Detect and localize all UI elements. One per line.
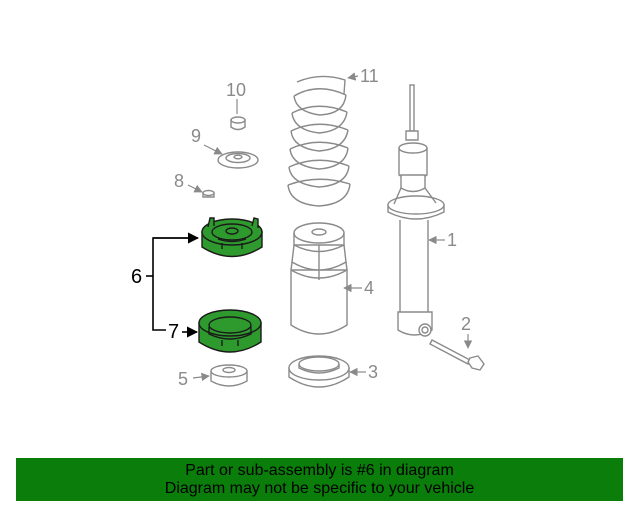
leader-11 [347, 72, 359, 81]
part-11-coil-spring [287, 75, 351, 207]
callout-9: 9 [191, 126, 201, 146]
leader-5 [192, 372, 210, 382]
callout-2: 2 [461, 314, 471, 334]
callout-5: 5 [178, 369, 188, 389]
part-9-washer [217, 151, 259, 169]
part-1-strut [387, 84, 445, 337]
part-4-dust-boot [290, 222, 348, 335]
part-6-upper-mount [201, 217, 263, 258]
banner-line-1: Part or sub-assembly is #6 in diagram [185, 462, 454, 479]
info-banner: Part or sub-assembly is #6 in diagram Di… [16, 458, 623, 501]
leader-9 [203, 144, 223, 155]
callout-7: 7 [168, 321, 179, 343]
leader-8 [187, 184, 203, 193]
callout-4: 4 [364, 278, 374, 298]
callout-10: 10 [226, 80, 246, 100]
part-7-lower-mount [198, 309, 262, 353]
callout-11: 11 [360, 66, 379, 86]
callout-3: 3 [368, 362, 378, 382]
part-8-nut [202, 189, 215, 198]
callout-1: 1 [447, 230, 457, 250]
part-10-cap [230, 116, 246, 131]
callout-6: 6 [131, 266, 142, 288]
part-2-bolt [429, 339, 485, 371]
part-5-spacer [210, 364, 248, 387]
parts-diagram: 10 9 8 6 7 [131, 66, 485, 389]
banner-line-2: Diagram may not be specific to your vehi… [164, 480, 475, 497]
bracket-6 [146, 232, 200, 331]
callout-8: 8 [174, 171, 184, 191]
part-3-spring-seat [288, 355, 350, 388]
